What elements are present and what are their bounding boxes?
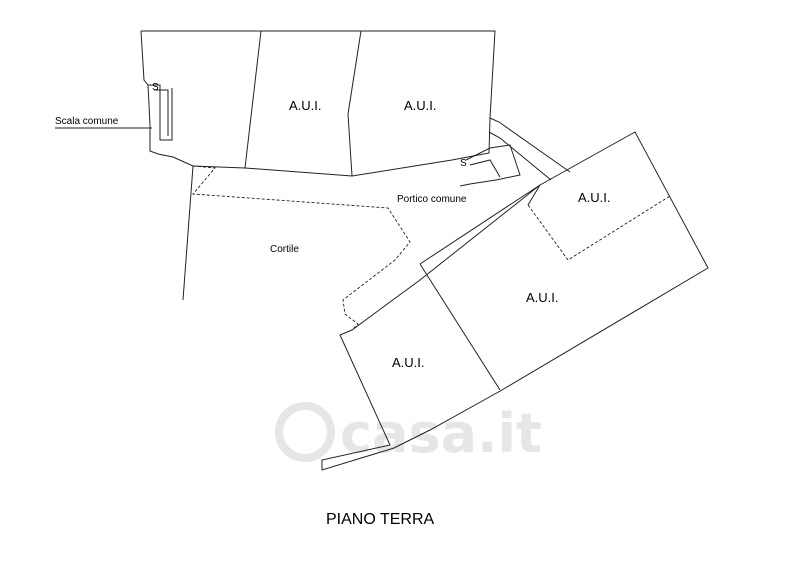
room-label-aui-3: A.U.I. [578, 190, 611, 205]
stair-mark-2: S [460, 158, 467, 169]
room-label-aui-4: A.U.I. [526, 290, 559, 305]
room-label-aui-1: A.U.I. [289, 98, 322, 113]
room-label-aui-5: A.U.I. [392, 355, 425, 370]
courtyard-left-wall [182, 165, 194, 301]
watermark-logo-icon [275, 402, 335, 462]
lower-building [321, 131, 709, 471]
label-cortile: Cortile [270, 244, 299, 255]
portico-outline [192, 165, 411, 331]
label-scala-comune: Scala comune [55, 116, 119, 127]
ramp-strip: S [459, 117, 571, 187]
stair-mark: S [152, 82, 159, 93]
plan-title: PIANO TERRA [326, 511, 435, 528]
room-label-aui-2: A.U.I. [404, 98, 437, 113]
watermark: casa.it [275, 402, 542, 465]
label-portico-comune: Portico comune [397, 194, 467, 205]
